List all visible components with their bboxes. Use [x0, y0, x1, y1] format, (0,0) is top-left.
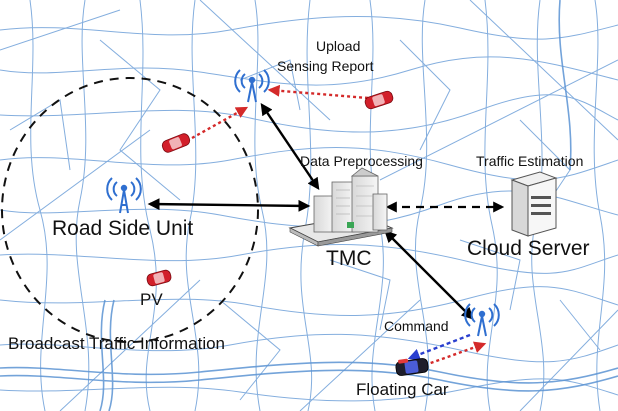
upload-tower-icon: [234, 69, 270, 103]
car-right-icon: [364, 90, 394, 110]
pv-label: PV: [140, 290, 163, 309]
cloud-server-icon: [510, 171, 558, 237]
arrow-tmc-floating-tower: [384, 230, 474, 320]
arrow-tmc-top-tower: [260, 103, 320, 190]
arrow-tmc-rsu: [147, 198, 311, 212]
report-arrow-right-car: [267, 84, 369, 100]
upload-label: Upload: [316, 38, 361, 54]
floating-car-icon: [395, 358, 429, 376]
floating-report-arrow: [424, 341, 487, 367]
car-left-icon: [161, 133, 191, 153]
floating-car-label: Floating Car: [356, 380, 449, 399]
cloud-server-label: Cloud Server: [467, 237, 590, 260]
rsu-tower-icon: [106, 177, 142, 214]
report-arrow-left-car: [191, 106, 249, 140]
sensing-report-label: Sensing Report: [277, 58, 374, 74]
command-arrow: [407, 333, 471, 361]
tmc-building-icon: [288, 167, 394, 247]
traffic-estimation-label: Traffic Estimation: [476, 153, 584, 169]
tmc-label: TMC: [326, 247, 372, 270]
command-label: Command: [384, 318, 449, 334]
pv-car-icon: [146, 269, 172, 287]
floating-tower-icon: [464, 303, 500, 337]
data-preprocessing-label: Data Preprocessing: [300, 153, 423, 169]
broadcast-label: Broadcast Traffic Information: [8, 334, 226, 353]
road-side-unit-label: Road Side Unit: [52, 217, 194, 240]
